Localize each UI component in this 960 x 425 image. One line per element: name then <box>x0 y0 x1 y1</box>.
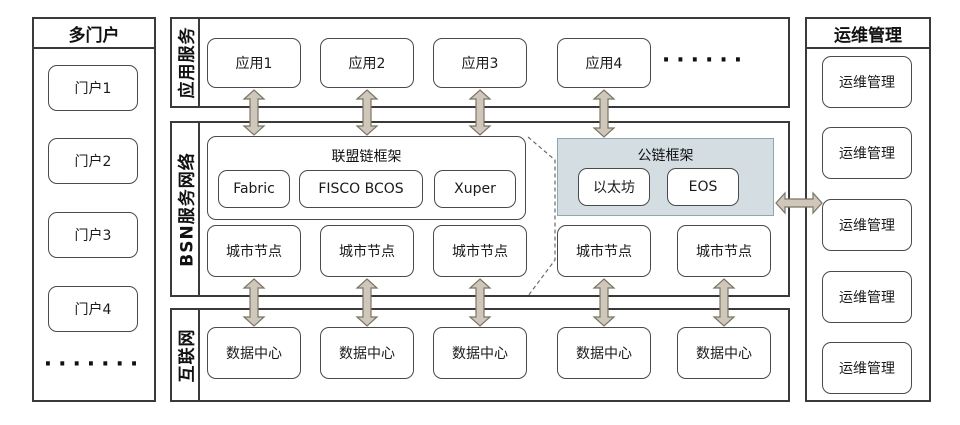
arrow-app1-consortium <box>242 89 266 136</box>
bsn-layer-label: BSN服务网络 <box>172 123 200 295</box>
data-center-2[interactable]: 数据中心 <box>320 327 414 379</box>
portal-panel-title: 多门户 <box>34 19 154 49</box>
city-node-1[interactable]: 城市节点 <box>207 225 301 277</box>
ops-item-1[interactable]: 运维管理 <box>822 56 912 108</box>
city-node-5[interactable]: 城市节点 <box>677 225 771 277</box>
app-4[interactable]: 应用4 <box>557 38 651 88</box>
arrow-city1-dc1 <box>242 278 266 327</box>
data-center-1[interactable]: 数据中心 <box>207 327 301 379</box>
city-node-2[interactable]: 城市节点 <box>320 225 414 277</box>
ops-item-5[interactable]: 运维管理 <box>822 342 912 394</box>
data-center-5[interactable]: 数据中心 <box>677 327 771 379</box>
app-layer-label: 应用服务 <box>172 19 200 106</box>
data-center-3[interactable]: 数据中心 <box>433 327 527 379</box>
framework-eos[interactable]: EOS <box>667 168 739 206</box>
app-3[interactable]: 应用3 <box>433 38 527 88</box>
portal-panel: 多门户 门户1 门户2 门户3 门户4 ······· <box>32 17 156 402</box>
divider-dashed-line <box>527 136 556 297</box>
city-node-4[interactable]: 城市节点 <box>557 225 651 277</box>
city-node-3[interactable]: 城市节点 <box>433 225 527 277</box>
consortium-framework-title: 联盟链框架 <box>331 149 402 165</box>
app-2[interactable]: 应用2 <box>320 38 414 88</box>
portal-3[interactable]: 门户3 <box>48 212 138 258</box>
portal-4[interactable]: 门户4 <box>48 286 138 332</box>
app-1[interactable]: 应用1 <box>207 38 301 88</box>
ops-item-3[interactable]: 运维管理 <box>822 199 912 251</box>
portal-ellipsis: ······· <box>43 351 145 377</box>
arrow-app4-public <box>592 89 616 138</box>
arrow-app2-consortium <box>355 89 379 136</box>
framework-xuper[interactable]: Xuper <box>434 170 516 208</box>
ops-panel: 运维管理 运维管理 运维管理 运维管理 运维管理 运维管理 <box>805 17 931 402</box>
app-ellipsis: ······ <box>661 47 749 73</box>
arrow-group <box>242 89 823 327</box>
arrow-city4-dc4 <box>592 278 616 327</box>
framework-ethereum[interactable]: 以太坊 <box>578 168 650 206</box>
arrow-city3-dc3 <box>468 278 492 327</box>
arrow-city2-dc2 <box>355 278 379 327</box>
arrow-bsn-ops <box>775 191 823 215</box>
data-center-4[interactable]: 数据中心 <box>557 327 651 379</box>
arrow-app3-consortium <box>468 89 492 136</box>
framework-fabric[interactable]: Fabric <box>218 170 290 208</box>
arrow-city5-dc5 <box>712 278 736 327</box>
ops-item-4[interactable]: 运维管理 <box>822 271 912 323</box>
portal-1[interactable]: 门户1 <box>48 65 138 111</box>
portal-2[interactable]: 门户2 <box>48 138 138 184</box>
framework-fisco-bcos[interactable]: FISCO BCOS <box>299 170 423 208</box>
public-chain-framework-title: 公链框架 <box>637 148 694 164</box>
internet-layer-label: 互联网 <box>172 310 200 400</box>
ops-item-2[interactable]: 运维管理 <box>822 127 912 179</box>
ops-panel-title: 运维管理 <box>807 19 929 49</box>
